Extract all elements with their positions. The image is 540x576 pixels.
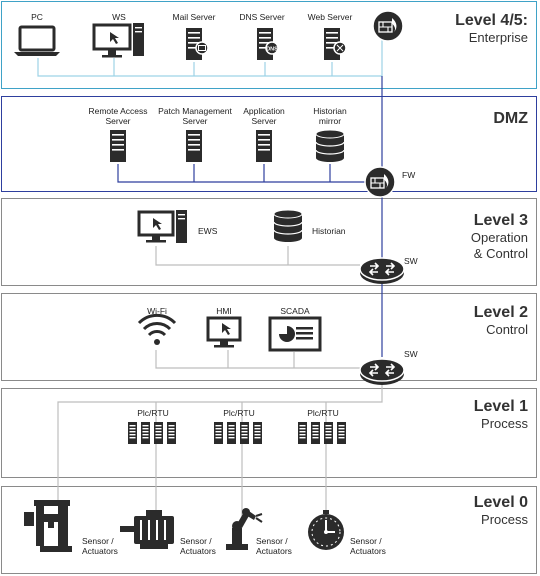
enterprise-name: Enterprise: [468, 30, 528, 45]
remote-access-server-icon: [110, 130, 126, 162]
sensor-actuators-label-4: Sensor / Actuators: [350, 536, 386, 556]
dns-server-icon: DNS: [257, 28, 279, 60]
sensor-line1: Sensor /: [180, 536, 212, 546]
level3-name-line2: & Control: [473, 246, 528, 261]
dmz-firewall-icon: [364, 166, 396, 198]
plc-rtu-3-label: Plc/RTU: [307, 408, 339, 418]
enterprise-links: [37, 40, 383, 77]
mail-server-icon: [186, 28, 209, 60]
application-server-label: Application Server: [232, 106, 296, 126]
pc-label: PC: [31, 12, 43, 22]
enterprise-title: Level 4/5: Enterprise: [455, 12, 528, 46]
fw-label: FW: [402, 170, 416, 180]
zone-level0: [1, 486, 537, 574]
ews-icon: [137, 210, 187, 243]
dmz-level: DMZ: [493, 110, 528, 127]
plc-rtu-2-icon: [214, 422, 262, 444]
zone-level3: [1, 198, 537, 286]
ws-icon: [92, 23, 144, 58]
patch-mgmt-line2: Server: [182, 116, 208, 126]
sensor-actuators-label-3: Sensor / Actuators: [256, 536, 292, 556]
zone-level1: [1, 388, 537, 478]
application-line1: Application: [243, 106, 285, 116]
level2-title: Level 2 Control: [474, 304, 528, 338]
svg-text:DNS: DNS: [266, 47, 278, 53]
remote-access-line1: Remote Access: [88, 106, 148, 116]
level0-name: Process: [481, 512, 528, 527]
sensor-actuators-label-2: Sensor / Actuators: [180, 536, 216, 556]
patch-management-server-label: Patch Management Server: [152, 106, 238, 126]
motor-icon: [120, 510, 174, 549]
sensor-line2: Actuators: [180, 546, 216, 556]
ews-label: EWS: [198, 226, 218, 236]
sensor-actuators-label-1: Sensor / Actuators: [82, 536, 118, 556]
remote-access-server-label: Remote Access Server: [78, 106, 158, 126]
dns-server-label: DNS Server: [239, 12, 285, 22]
level0-level: Level 0: [473, 494, 528, 511]
hmi-label: HMI: [216, 306, 232, 316]
sensor-line1: Sensor /: [350, 536, 382, 546]
level3-switch-label: SW: [404, 256, 418, 266]
dmz-links: [117, 76, 383, 357]
wifi-icon: [137, 313, 177, 345]
sensor-line1: Sensor /: [82, 536, 114, 546]
enterprise-level: Level 4/5:: [455, 12, 528, 29]
historian-mirror-label: Historian mirror: [302, 106, 358, 126]
level1-level: Level 1: [473, 398, 528, 415]
patch-mgmt-line1: Patch Management: [158, 106, 232, 116]
historian-label: Historian: [312, 226, 346, 236]
historian-mirror-line2: mirror: [318, 116, 342, 126]
historian-mirror-icon: [315, 129, 345, 162]
level0-title: Level 0 Process: [474, 494, 528, 528]
level1-name: Process: [481, 416, 528, 431]
level3-switch-icon: [359, 257, 405, 285]
sensor-line1: Sensor /: [256, 536, 288, 546]
patch-management-server-icon: [186, 130, 202, 162]
enterprise-firewall-icon: [372, 10, 404, 42]
level3-level: Level 3: [473, 212, 528, 229]
scada-label: SCADA: [280, 306, 310, 316]
historian-icon: [273, 209, 303, 242]
level2-switch-icon: [359, 358, 405, 386]
level3-title: Level 3 Operation & Control: [471, 212, 528, 262]
gauge-icon: [308, 510, 344, 550]
level3-name-line1: Operation: [470, 230, 528, 245]
application-server-icon: [256, 130, 272, 162]
application-line2: Server: [251, 116, 277, 126]
level2-name: Control: [486, 322, 528, 337]
mail-server-label: Mail Server: [172, 12, 216, 22]
scada-icon: [268, 316, 322, 352]
historian-mirror-line1: Historian: [313, 106, 347, 116]
ws-label: WS: [112, 12, 126, 22]
pc-icon: [14, 25, 60, 56]
level2-switch-label: SW: [404, 349, 418, 359]
robot-arm-icon: [226, 508, 263, 550]
plc-rtu-2-label: Plc/RTU: [223, 408, 255, 418]
sensor-line2: Actuators: [82, 546, 118, 556]
gray-links: [57, 246, 383, 520]
hmi-icon: [206, 316, 242, 348]
plc-rtu-3-icon: [298, 422, 346, 444]
press-machine-icon: [24, 500, 72, 552]
web-server-label: Web Server: [307, 12, 353, 22]
plc-rtu-1-label: Plc/RTU: [137, 408, 169, 418]
dmz-title: DMZ: [493, 110, 528, 128]
plc-rtu-1-icon: [128, 422, 176, 444]
remote-access-line2: Server: [105, 116, 131, 126]
sensor-line2: Actuators: [256, 546, 292, 556]
sensor-line2: Actuators: [350, 546, 386, 556]
web-server-icon: [324, 28, 347, 60]
level1-title: Level 1 Process: [474, 398, 528, 432]
wifi-label: Wi-Fi: [147, 306, 167, 316]
level2-level: Level 2: [473, 304, 528, 321]
